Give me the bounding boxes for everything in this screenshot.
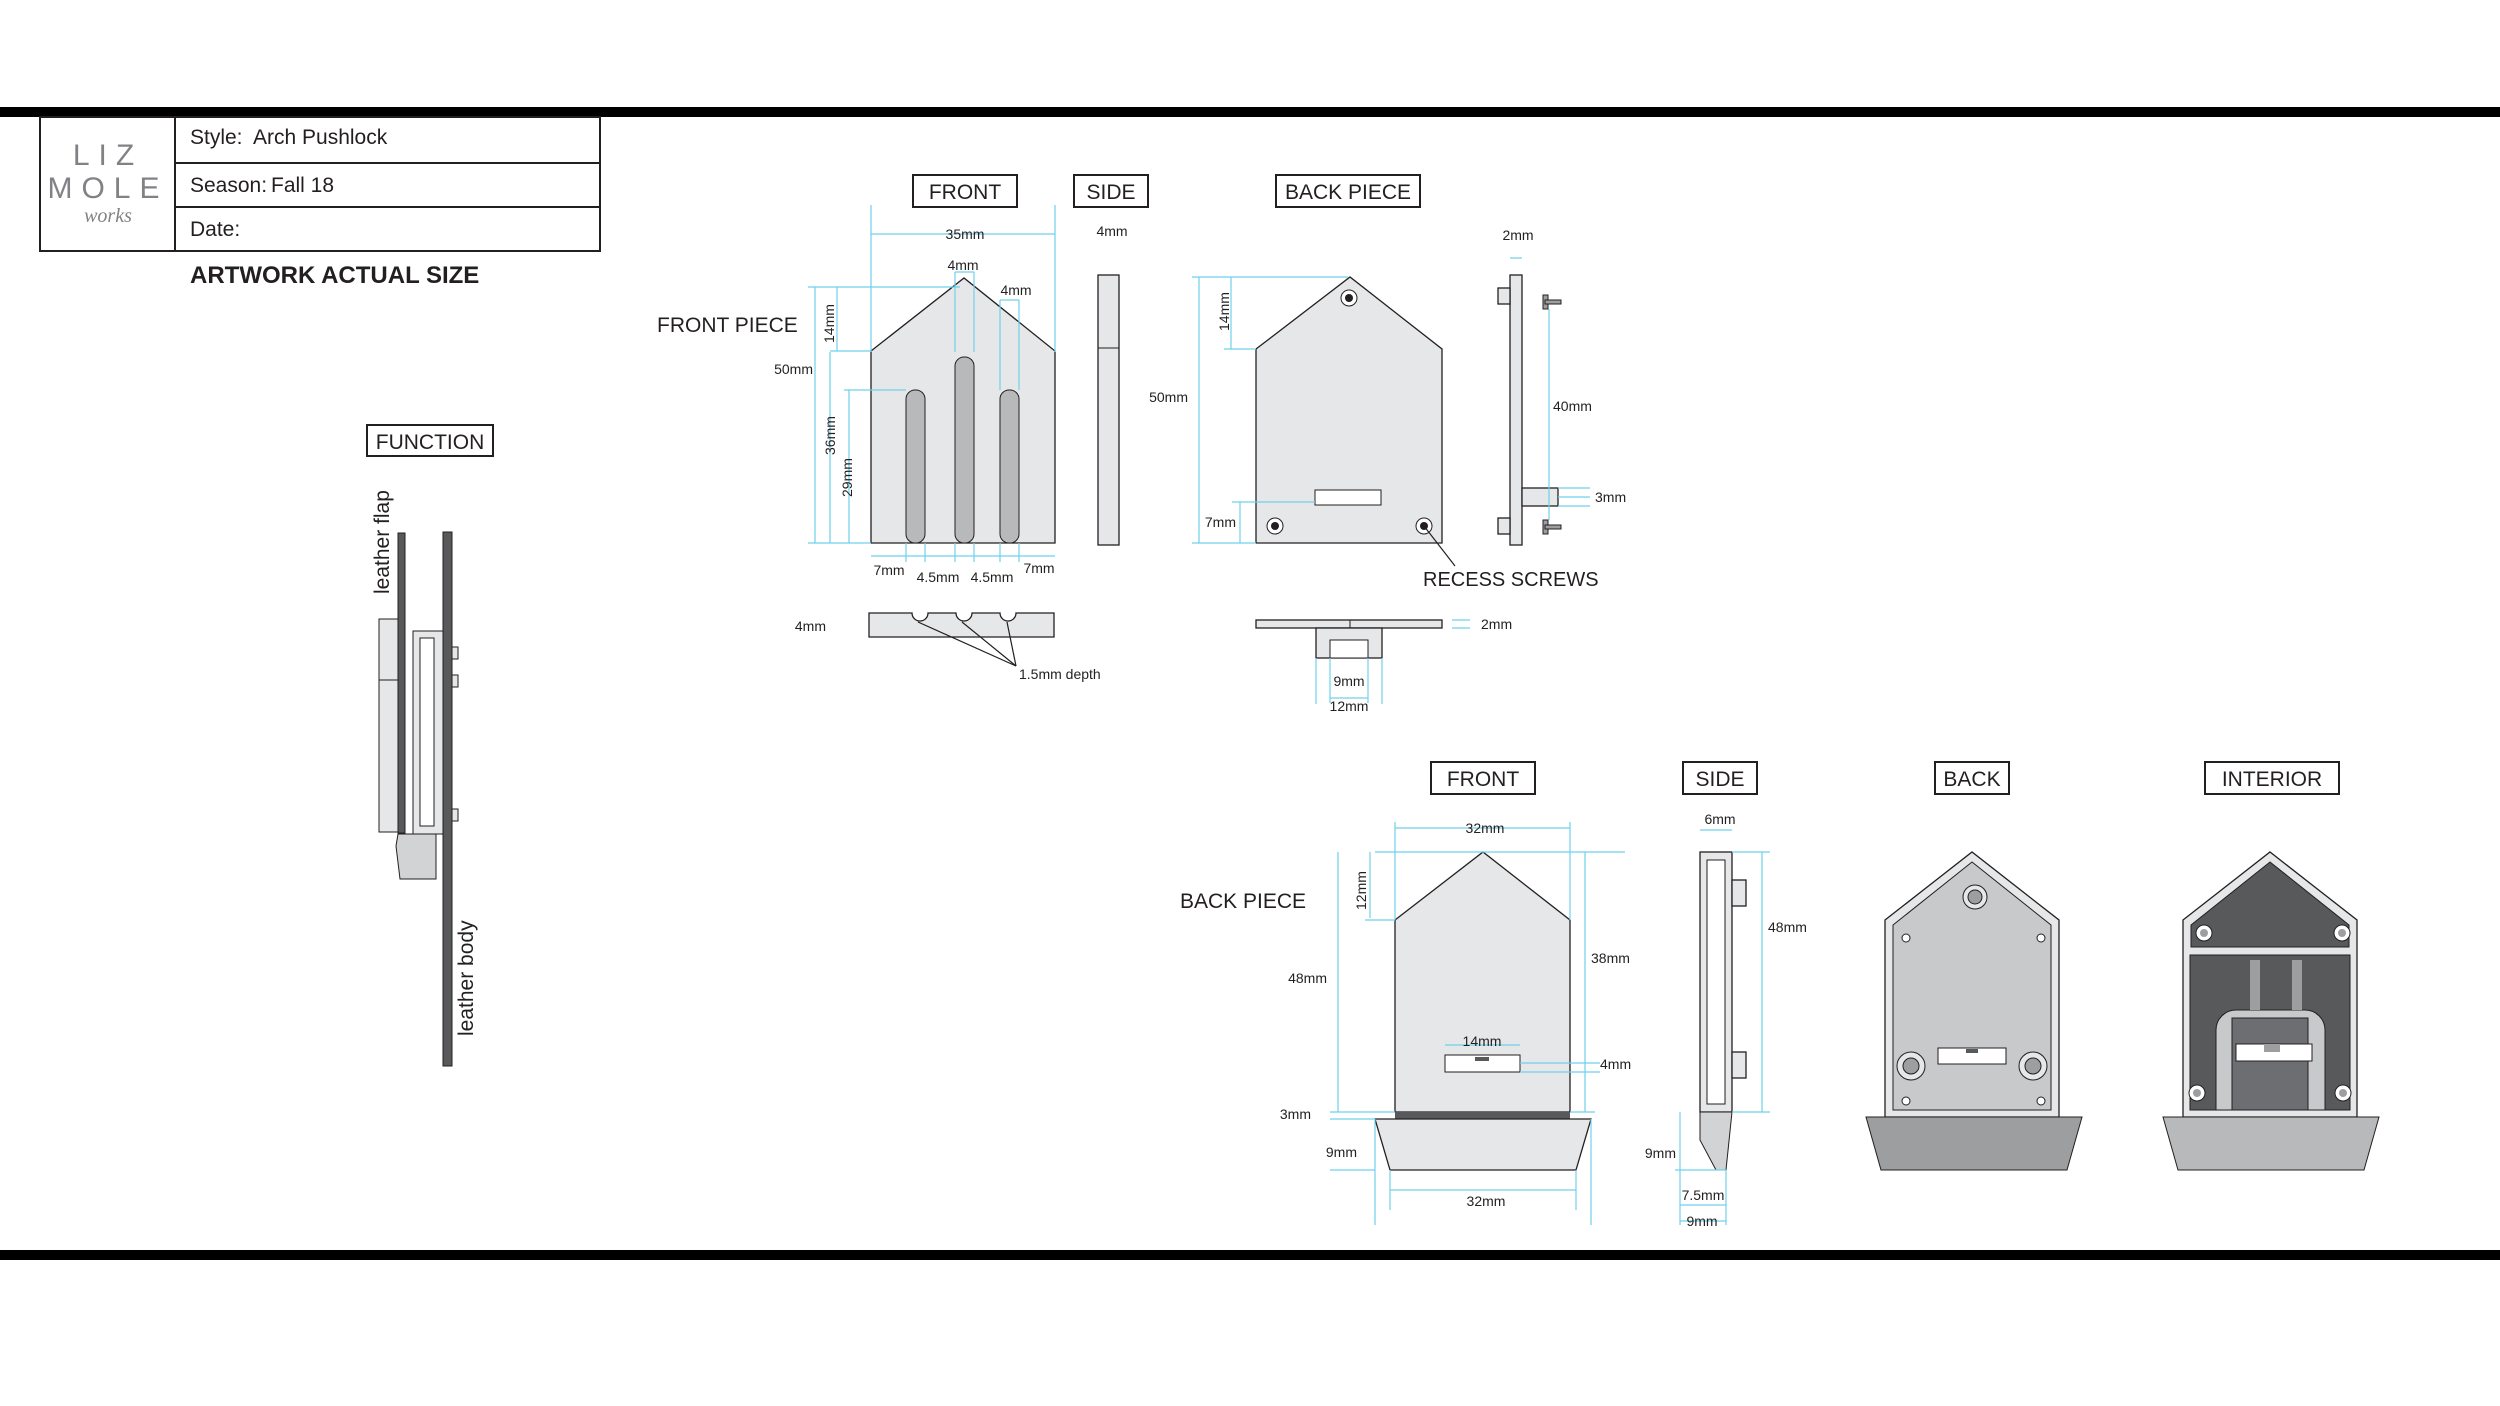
assembly-front-view: 32mm 12mm 48mm 38mm 14mm 4mm 3mm 9mm 32m…: [1280, 820, 1631, 1225]
front-dim-width: 35mm: [946, 226, 985, 242]
back-piece-heading: BACK PIECE: [1285, 181, 1411, 204]
front-dim-roof-height: 14mm: [821, 304, 837, 343]
front-bottom-thickness: 4mm: [795, 618, 826, 634]
season-value: Fall 18: [271, 174, 334, 197]
back-top-total-height: 50mm: [1149, 389, 1188, 405]
front-heading-box: [912, 174, 1018, 208]
back-piece-heading-box: [1275, 174, 1421, 208]
back-top-plate-thickness: 2mm: [1481, 616, 1512, 632]
front-side-thickness: 4mm: [1096, 223, 1127, 239]
front-dim-left-margin: 7mm: [873, 562, 904, 578]
front-heading: FRONT: [929, 181, 1001, 204]
assembly-interior-view: [2162, 851, 2380, 1171]
front-dim-wall-height: 36mm: [822, 416, 838, 455]
back-piece-top-drawing: 14mm 50mm 7mm RECESS SCREWS: [1149, 276, 1599, 591]
function-heading: FUNCTION: [376, 431, 485, 454]
logo-mole: MOLE: [47, 172, 168, 205]
function-view: FUNCTION leather flap leather body: [366, 424, 494, 1067]
front-dim-right-margin: 7mm: [1023, 560, 1054, 576]
assembly-side-box: [1682, 761, 1758, 795]
front-dim-top-gap: 4mm: [947, 257, 978, 273]
front-piece-row-label: FRONT PIECE: [657, 314, 798, 337]
front-piece-drawing: 35mm 4mm 4mm 14mm 50mm 36mm 29mm 7mm 4.5…: [774, 205, 1056, 585]
front-dim-right-gap: 4mm: [1000, 282, 1031, 298]
back-top-screw-span: 40mm: [1553, 398, 1592, 414]
assembly-side-base-b: 9mm: [1686, 1213, 1717, 1229]
bottom-border-bar: [0, 1250, 2500, 1260]
assembly-top-width: 32mm: [1466, 820, 1505, 836]
assembly-roof-height: 12mm: [1353, 871, 1369, 910]
back-top-roof-height: 14mm: [1216, 292, 1232, 331]
back-piece-top-side-view: 2mm 40mm 3mm: [1497, 227, 1626, 546]
assembly-front-box: [1430, 761, 1536, 795]
assembly-interior-box: [2204, 761, 2340, 795]
artwork-subtitle: ARTWORK ACTUAL SIZE: [190, 262, 479, 289]
assembly-front-heading: FRONT: [1447, 768, 1519, 791]
style-value: Arch Pushlock: [253, 126, 388, 149]
side-heading-box: [1073, 174, 1149, 208]
front-piece-side-view: 4mm: [1096, 223, 1128, 546]
assembly-side-heading: SIDE: [1695, 768, 1744, 791]
front-piece-bottom-view: 4mm 1.5mm depth: [795, 612, 1101, 682]
side-heading: SIDE: [1086, 181, 1135, 204]
leather-flap-label: leather flap: [371, 490, 394, 594]
back-top-bottom-offset: 7mm: [1205, 514, 1236, 530]
style-label: Style:: [190, 126, 243, 149]
assembly-side-base-height: 9mm: [1645, 1145, 1676, 1161]
assembly-side-height: 48mm: [1768, 919, 1807, 935]
leather-body-label: leather body: [455, 920, 478, 1036]
back-top-side-thickness: 2mm: [1502, 227, 1533, 243]
assembly-interior-heading: INTERIOR: [2222, 768, 2322, 791]
title-block: LIZ MOLE works Style: Arch Pushlock Seas…: [39, 116, 601, 252]
assembly-base-height: 9mm: [1326, 1144, 1357, 1160]
back-top-post-width: 9mm: [1333, 673, 1364, 689]
season-label: Season:: [190, 174, 267, 197]
assembly-gap: 3mm: [1280, 1106, 1311, 1122]
assembly-total-height: 48mm: [1288, 970, 1327, 986]
logo-works: works: [84, 205, 132, 227]
assembly-back-view: [1865, 851, 2083, 1171]
assembly-bottom-width: 32mm: [1467, 1193, 1506, 1209]
date-label: Date:: [190, 218, 240, 241]
assembly-side-view: 6mm 48mm 9mm 7.5mm 9mm: [1645, 811, 1807, 1229]
front-dim-gap-b: 4.5mm: [971, 569, 1014, 585]
assembly-side-depth: 6mm: [1704, 811, 1735, 827]
back-piece-top-bottom-view: 2mm 9mm 12mm: [1255, 616, 1512, 714]
back-piece-row-label: BACK PIECE: [1180, 890, 1306, 913]
front-dim-slot-height: 29mm: [839, 458, 855, 497]
assembly-window-height: 4mm: [1600, 1056, 1631, 1072]
top-border-bar: [0, 107, 2500, 117]
back-top-post-length: 3mm: [1595, 489, 1626, 505]
front-dim-total-height: 50mm: [774, 361, 813, 377]
recess-screws-callout: RECESS SCREWS: [1423, 569, 1599, 591]
front-groove-depth: 1.5mm depth: [1019, 666, 1101, 682]
front-dim-gap-a: 4.5mm: [917, 569, 960, 585]
logo-liz: LIZ: [73, 139, 143, 172]
assembly-window-width: 14mm: [1463, 1033, 1502, 1049]
assembly-wall-height: 38mm: [1591, 950, 1630, 966]
assembly-back-heading: BACK: [1943, 768, 2000, 791]
assembly-back-box: [1934, 761, 2010, 795]
assembly-side-base-a: 7.5mm: [1682, 1187, 1725, 1203]
back-top-base-width: 12mm: [1330, 698, 1369, 714]
